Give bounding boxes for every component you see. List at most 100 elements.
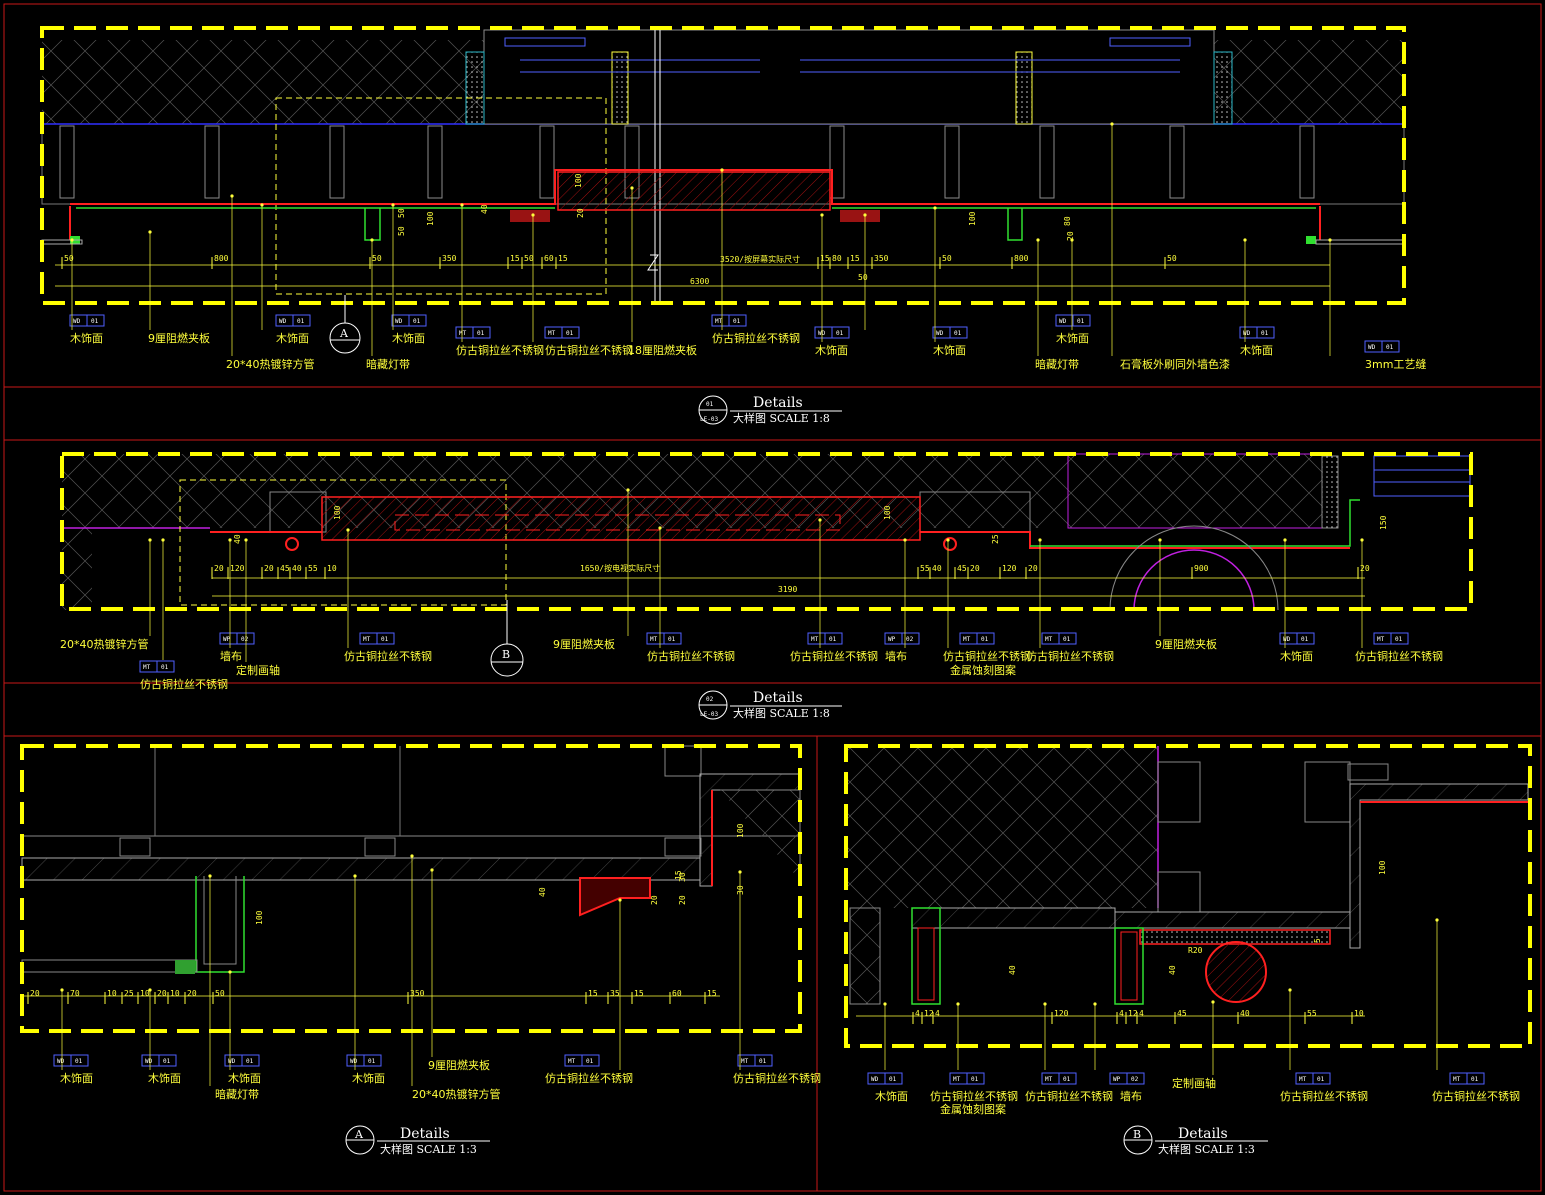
detail01-callout-code: MT (459, 330, 467, 337)
title-02-subtitle: 大样图 SCALE 1:8 (733, 706, 830, 720)
detailB-dim-value: 55 (1307, 1009, 1317, 1018)
detail01-callout-label: 暗藏灯带 (366, 357, 410, 371)
detailA-dim-value: 70 (70, 989, 80, 998)
detail01-callout-num: 01 (836, 330, 844, 337)
title-01-label: Details (753, 395, 803, 411)
detail01-callout-num: 01 (477, 330, 485, 337)
detailB-vdim-value: 5 (1313, 938, 1322, 943)
detail02-callout-label: 仿古铜拉丝不锈钢 (140, 677, 228, 691)
leader-dot (1036, 238, 1040, 242)
detailA-vdim-value: 100 (255, 910, 264, 925)
detailB-callout-num: 01 (889, 1076, 897, 1083)
title-block-a: A Details 大样图 SCALE 1:3 (345, 1125, 490, 1156)
detailA-vdim-value: 20 (678, 895, 687, 905)
detailB-callout-label: 金属蚀刻图案 (940, 1102, 1006, 1116)
leader-dot (391, 203, 395, 207)
leader-dot (1288, 988, 1292, 992)
detailA-dim-value: 350 (410, 989, 425, 998)
detail01-callout-code: MT (715, 318, 723, 325)
detail02-callout-label: 9厘阻燃夹板 (553, 637, 615, 651)
detail01-callout-label: 仿古铜拉丝不锈钢 (712, 331, 800, 345)
detail01-dim-value: 50 (942, 254, 952, 263)
leader-dot (228, 538, 232, 542)
detail02-callout-num: 01 (161, 664, 169, 671)
leader-dot (346, 528, 350, 532)
detailA-vdim-value: 40 (538, 887, 547, 897)
detail-b-drawing (846, 746, 1529, 1017)
detail01-callout-label: 20*40热镀锌方管 (226, 357, 315, 371)
detail01-callout-label: 仿古铜拉丝不锈钢 (456, 343, 544, 357)
leader-dot (161, 538, 165, 542)
detail01-callout-code: MT (548, 330, 556, 337)
detail02-callout-code: MT (650, 636, 658, 643)
detail02-callout-num: 01 (829, 636, 837, 643)
detail01-callout-num: 01 (413, 318, 421, 325)
leader-dot (903, 538, 907, 542)
detail01-callout-num: 01 (297, 318, 305, 325)
detail02-callout-code: WP (888, 636, 896, 643)
title-a-subtitle: 大样图 SCALE 1:3 (380, 1142, 477, 1156)
detail01-vdim-value: 20 (1066, 231, 1075, 241)
leader-dot (720, 168, 724, 172)
leader-dot (1038, 538, 1042, 542)
detailB-dim-value: 12 (1128, 1009, 1138, 1018)
leader-dot (863, 213, 867, 217)
detail01-dim-mid: 50 (858, 273, 868, 282)
detail02-dim-value: 55 (308, 564, 318, 573)
detail01-callout-label: 木饰面 (1056, 331, 1089, 345)
detail02-callout-label: 仿古铜拉丝不锈钢 (344, 649, 432, 663)
detailB-dim-value: 4 (1139, 1009, 1144, 1018)
detail02-callout-code: WD (1283, 636, 1291, 643)
detail02-callout-num: 02 (906, 636, 914, 643)
detail01-callout-num: 01 (954, 330, 962, 337)
detail01-dim-value: 50 (1167, 254, 1177, 263)
detailA-callout-label: 9厘阻燃夹板 (428, 1058, 490, 1072)
detailB-callout-num: 01 (971, 1076, 979, 1083)
leader-dot (1283, 538, 1287, 542)
leader-dot (148, 988, 152, 992)
detail02-vdim-value: 100 (883, 505, 892, 520)
detail01-callout-code: WD (1059, 318, 1067, 325)
detail02-callout-label: 墙布 (885, 649, 907, 663)
detail01-callout-label: 木饰面 (392, 331, 425, 345)
detail01-dim-center: 3520/按屏幕实际尺寸 (720, 254, 800, 264)
leader-dot (1043, 1002, 1047, 1006)
detail02-callout-label: 仿古铜拉丝不锈钢 (647, 649, 735, 663)
detail02-callout-label: 木饰面 (1280, 649, 1313, 663)
detail01-vdim-value: 50 (397, 208, 406, 218)
detail02-callout-num: 01 (381, 636, 389, 643)
detailA-dim-value: 15 (707, 989, 717, 998)
detail-01-drawing (41, 29, 1405, 305)
detailB-callout-label: 墙布 (1120, 1089, 1142, 1103)
detail02-callout-code: WP (223, 636, 231, 643)
leader-dot (208, 874, 212, 878)
detailB-dim-value: 4 (915, 1009, 920, 1018)
detail02-dim-value: 20 (214, 564, 224, 573)
detail01-dim-total: 6300 (690, 277, 709, 286)
detail02-callout-code: MT (963, 636, 971, 643)
leader-dot (353, 874, 357, 878)
detail01-callout-code: WD (1243, 330, 1251, 337)
detail02-dim-value: 55 (920, 564, 930, 573)
detail01-callout-label: 木饰面 (70, 331, 103, 345)
leader-dot (410, 854, 414, 858)
detailB-vdim-value: 100 (1378, 860, 1387, 875)
detailA-vdim-value: 20 (650, 895, 659, 905)
leader-dot (1435, 918, 1439, 922)
detailA-callout-code: WD (350, 1058, 358, 1065)
detailB-callout-num: 01 (1063, 1076, 1071, 1083)
detailA-vdim-value: 15 (674, 870, 683, 880)
title-block-b: B Details 大样图 SCALE 1:3 (1123, 1125, 1268, 1156)
detailA-vdim-value: 30 (678, 872, 687, 882)
detail01-callout-label: 木饰面 (933, 343, 966, 357)
detailA-dim-value: 25 (124, 989, 134, 998)
detail02-dim-value: 20 (1360, 564, 1370, 573)
detail01-vdim-value: 100 (574, 173, 583, 188)
sheet-frame (3, 3, 1542, 1192)
detailA-dim-value: 15 (588, 989, 598, 998)
detail01-callout-code: WD (279, 318, 287, 325)
detailB-callout-label: 仿古铜拉丝不锈钢 (1432, 1089, 1520, 1103)
leader-dot (70, 238, 74, 242)
detail01-dim-value: 50 (372, 254, 382, 263)
